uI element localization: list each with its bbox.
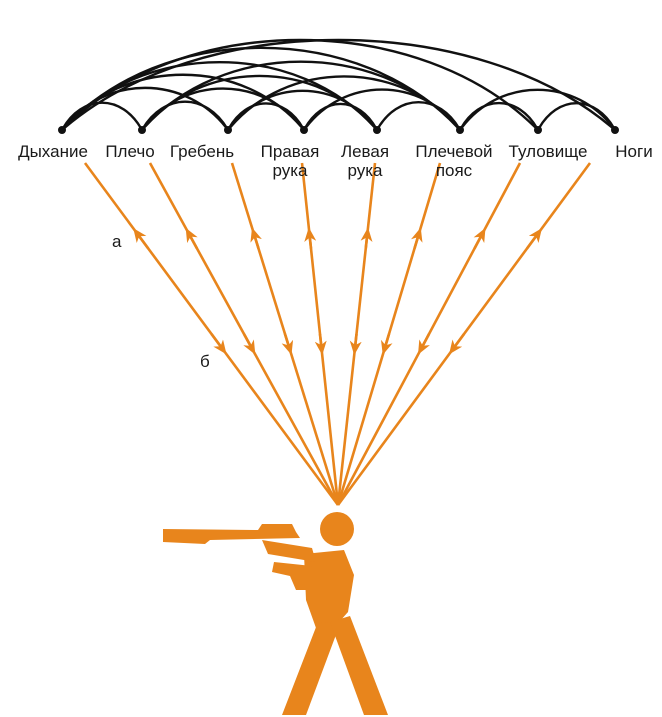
ray-arrow-up-comb xyxy=(250,227,262,249)
node-dot-torso xyxy=(534,126,542,134)
ray-arrow-down-right-hand xyxy=(314,333,327,356)
arc-shoulder-girdle-legs xyxy=(459,88,616,131)
shooter-figure-icon xyxy=(163,512,388,715)
ray-arrow-up-left-hand xyxy=(360,227,373,249)
ray-arrow-up-right-hand xyxy=(304,227,317,249)
arc-comb-left-hand xyxy=(227,89,378,131)
node-label-shoulder: Плечо xyxy=(105,142,154,161)
node-dot-shoulder-girdle xyxy=(456,126,464,134)
node-label-breath: Дыхание xyxy=(18,142,88,161)
node-dot-left-hand xyxy=(373,126,381,134)
ray-arrow-down-comb xyxy=(281,333,294,355)
ray-arrow-down-shoulder xyxy=(242,333,256,355)
ray-arrow-up-breath xyxy=(133,228,150,250)
node-dot-breath xyxy=(58,126,66,134)
node-label-comb: Гребень xyxy=(170,142,234,161)
ray-arrow-down-torso xyxy=(418,333,431,355)
node-dots xyxy=(58,126,619,134)
ray-arrow-down-breath xyxy=(210,333,227,355)
node-dot-comb xyxy=(224,126,232,134)
ray-arrow-up-shoulder xyxy=(185,227,199,250)
node-dot-shoulder xyxy=(138,126,146,134)
ray-arrow-up-shoulder-girdle xyxy=(410,227,423,249)
ray-arrow-down-shoulder-girdle xyxy=(381,333,393,355)
node-label-torso: Туловище xyxy=(509,142,588,161)
marker-a-label: а xyxy=(112,232,122,251)
marker-b-label: б xyxy=(200,352,210,371)
arc-shoulder-shoulder-girdle xyxy=(141,60,461,131)
arc-left-hand-shoulder-girdle xyxy=(375,100,462,131)
node-label-legs: Ноги xyxy=(615,142,652,161)
ray-arrow-down-left-hand xyxy=(349,333,362,356)
ray-arrow-up-torso xyxy=(473,227,486,250)
connection-arcs xyxy=(60,38,617,131)
ray-arrow-down-legs xyxy=(449,333,466,355)
arc-breath-torso xyxy=(61,38,539,131)
arc-right-hand-shoulder-girdle xyxy=(303,88,461,131)
node-dot-legs xyxy=(611,126,619,134)
node-dot-right-hand xyxy=(300,126,308,134)
ray-arrow-up-legs xyxy=(525,228,542,250)
feedback-rays xyxy=(83,162,592,506)
arc-breath-legs xyxy=(61,38,616,131)
